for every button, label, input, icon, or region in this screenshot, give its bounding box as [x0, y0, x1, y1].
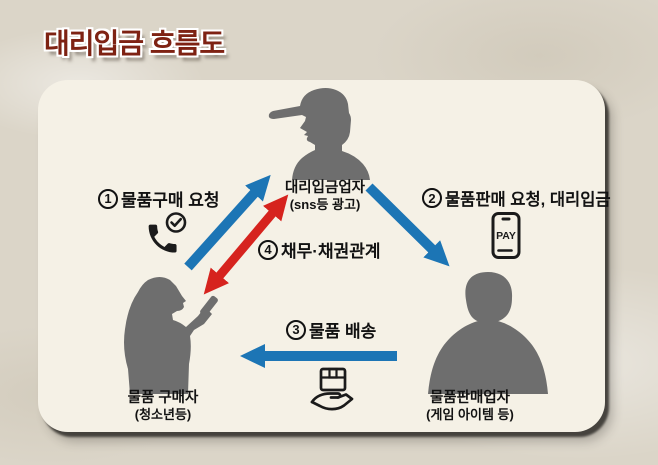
step4-label: 4 채무·채권관계	[258, 237, 381, 262]
flow-arrows	[184, 174, 450, 368]
lender-subtitle: (sns등 광고)	[289, 197, 361, 213]
step1-number-badge: 1	[98, 188, 118, 209]
page-title: 대리입금 흐름도	[44, 28, 225, 59]
buyer-name: 물품 구매자	[127, 390, 199, 406]
step2-number-badge: 2	[422, 188, 442, 208]
arrow-step4-red-double	[203, 194, 289, 295]
step2-text: 물품판매 요청, 대리입금	[445, 191, 611, 209]
step3-label: 3 물품 배송	[286, 317, 376, 342]
step3-text: 물품 배송	[309, 322, 377, 341]
lender-silhouette-icon	[266, 86, 370, 180]
seller-silhouette-icon	[418, 268, 558, 394]
lender-label: 대리입금업자 (sns등 광고)	[255, 180, 395, 212]
lender-name: 대리입금업자	[284, 180, 366, 196]
buyer-label: 물품 구매자 (청소년등)	[93, 390, 233, 422]
diagram-panel: 1 물품구매 요청 2 물품판매 요청, 대리입금 3 물품 배송 4 채무·채…	[38, 80, 611, 432]
buyer-subtitle: (청소년등)	[134, 407, 192, 423]
seller-subtitle: (게임 아이템 등)	[426, 407, 514, 423]
step3-number-badge: 3	[286, 319, 306, 340]
step4-number-badge: 4	[258, 239, 278, 260]
package-delivery-icon	[306, 362, 360, 414]
phone-call-check-icon	[138, 211, 192, 259]
arrow-step2-blue	[365, 183, 450, 267]
seller-name: 물품판매업자	[429, 390, 511, 406]
pay-phone-icon: PAY	[486, 211, 526, 261]
step4-text: 채무·채권관계	[281, 242, 381, 261]
seller-label: 물품판매업자 (게임 아이템 등)	[395, 390, 545, 422]
step2-label: 2 물품판매 요청, 대리입금	[422, 186, 611, 210]
buyer-silhouette-icon	[110, 274, 222, 394]
step1-text: 물품구매 요청	[121, 191, 220, 210]
step1-label: 1 물품구매 요청	[98, 186, 220, 211]
pay-text: PAY	[496, 230, 516, 242]
